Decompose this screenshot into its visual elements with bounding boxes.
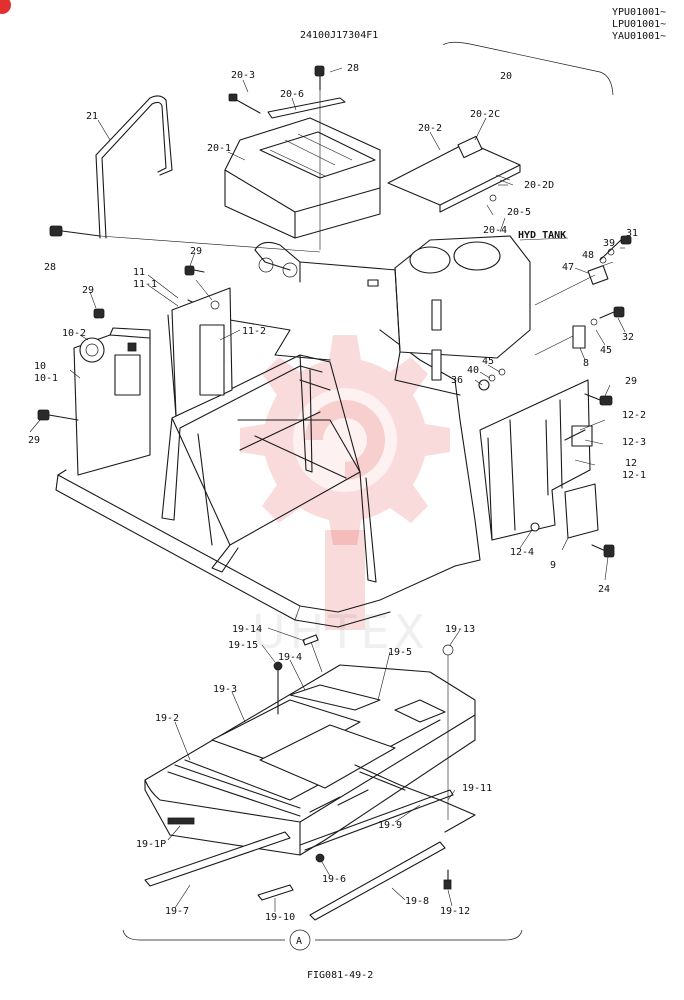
callout-19-3: 19-3 bbox=[213, 684, 237, 695]
callout-29-c: 29 bbox=[28, 435, 40, 446]
callout-31: 31 bbox=[626, 228, 638, 239]
callout-20-4: 20-4 bbox=[483, 225, 507, 236]
callout-19-11: 19-11 bbox=[462, 783, 492, 794]
callout-10: 10 bbox=[34, 361, 46, 372]
hardware-right bbox=[478, 235, 632, 558]
bolt-29-c bbox=[37, 409, 79, 421]
leader-20-5 bbox=[486, 204, 494, 216]
callout-10-2: 10-2 bbox=[62, 328, 86, 339]
hyd-tank-label: HYD TANK bbox=[518, 230, 566, 241]
callout-19-4: 19-4 bbox=[278, 652, 302, 663]
cab-frame bbox=[161, 354, 377, 583]
callout-19-1P: 19-1P bbox=[136, 839, 166, 850]
callout-20: 20 bbox=[500, 71, 512, 82]
panel-11 bbox=[167, 279, 233, 417]
callout-19-5: 19-5 bbox=[388, 647, 412, 658]
serial-number-1: YPU01001~ bbox=[612, 7, 666, 18]
group-marker: A bbox=[296, 936, 302, 947]
callout-19-2: 19-2 bbox=[155, 713, 179, 724]
battery-hold-bar bbox=[267, 97, 346, 119]
callout-19-8: 19-8 bbox=[405, 896, 429, 907]
callout-48: 48 bbox=[582, 250, 594, 261]
callout-32: 32 bbox=[622, 332, 634, 343]
callout-20-2D: 20-2D bbox=[524, 180, 554, 191]
callout-20-1: 20-1 bbox=[207, 143, 231, 154]
callout-12-4: 12-4 bbox=[510, 547, 534, 558]
callout-12: 12 bbox=[625, 458, 637, 469]
bolt-20-3 bbox=[228, 93, 261, 114]
bracket-a bbox=[122, 929, 523, 941]
callout-11-2: 11-2 bbox=[242, 326, 266, 337]
callout-19-7: 19-7 bbox=[165, 906, 189, 917]
callout-11-1: 11-1 bbox=[133, 279, 157, 290]
callout-40: 40 bbox=[467, 365, 479, 376]
bolt-28-top bbox=[314, 65, 325, 250]
callout-10-1: 10-1 bbox=[34, 373, 58, 384]
floor-mat-assembly bbox=[144, 664, 476, 856]
bolt-28-left bbox=[49, 225, 321, 253]
callout-20-6: 20-6 bbox=[280, 89, 304, 100]
callout-8: 8 bbox=[583, 358, 589, 369]
callout-19-15: 19-15 bbox=[228, 640, 258, 651]
callout-36: 36 bbox=[451, 375, 463, 386]
callout-11: 11 bbox=[133, 267, 145, 278]
rubber-strips bbox=[144, 764, 476, 921]
callout-29-d: 29 bbox=[625, 376, 637, 387]
battery-box bbox=[224, 117, 381, 239]
callout-12-3: 12-3 bbox=[622, 437, 646, 448]
callout-28-top: 28 bbox=[347, 63, 359, 74]
callout-19-13: 19-13 bbox=[445, 624, 475, 635]
hydraulic-tank bbox=[394, 235, 531, 396]
corner-mark bbox=[0, 0, 11, 14]
callout-29-b: 29 bbox=[190, 246, 202, 257]
callout-12-1: 12-1 bbox=[622, 470, 646, 481]
callout-20-2C: 20-2C bbox=[470, 109, 500, 120]
callout-19-14: 19-14 bbox=[232, 624, 262, 635]
frame-base bbox=[55, 469, 456, 628]
watermark-text: UHTEX bbox=[252, 605, 429, 659]
callout-19-9: 19-9 bbox=[378, 820, 402, 831]
mat-fasteners bbox=[273, 634, 454, 890]
tank-leader bbox=[519, 237, 569, 241]
callout-24: 24 bbox=[598, 584, 610, 595]
panel-10 bbox=[73, 327, 151, 476]
serial-number-2: LPU01001~ bbox=[612, 19, 666, 30]
drawing-number: 24100J17304F1 bbox=[300, 30, 378, 41]
callout-28-left: 28 bbox=[44, 262, 56, 273]
callout-20-5: 20-5 bbox=[507, 207, 531, 218]
cover-plate-20-2 bbox=[387, 135, 521, 213]
cover-9 bbox=[564, 483, 599, 539]
callout-12-2: 12-2 bbox=[622, 410, 646, 421]
callout-45-right: 45 bbox=[600, 345, 612, 356]
watermark-logo: UHTEX bbox=[240, 335, 450, 659]
callout-9: 9 bbox=[550, 560, 556, 571]
callout-47: 47 bbox=[562, 262, 574, 273]
callout-20-3: 20-3 bbox=[231, 70, 255, 81]
marker-circle bbox=[289, 929, 311, 951]
handrail-21 bbox=[95, 95, 173, 239]
serial-number-3: YAU01001~ bbox=[612, 31, 666, 42]
callout-39: 39 bbox=[603, 238, 615, 249]
callout-21: 21 bbox=[86, 111, 98, 122]
callout-45-left: 45 bbox=[482, 356, 494, 367]
callout-19-10: 19-10 bbox=[265, 912, 295, 923]
bracket-20 bbox=[442, 41, 614, 96]
callout-19-12: 19-12 bbox=[440, 906, 470, 917]
callout-20-2: 20-2 bbox=[418, 123, 442, 134]
callout-29-a: 29 bbox=[82, 285, 94, 296]
figure-code: FIG081-49-2 bbox=[307, 970, 373, 981]
bolt-29-a bbox=[93, 308, 105, 319]
side-panel-12 bbox=[479, 379, 593, 541]
leader-lines bbox=[29, 67, 626, 912]
callout-19-6: 19-6 bbox=[322, 874, 346, 885]
bolt-29-b bbox=[184, 265, 205, 276]
